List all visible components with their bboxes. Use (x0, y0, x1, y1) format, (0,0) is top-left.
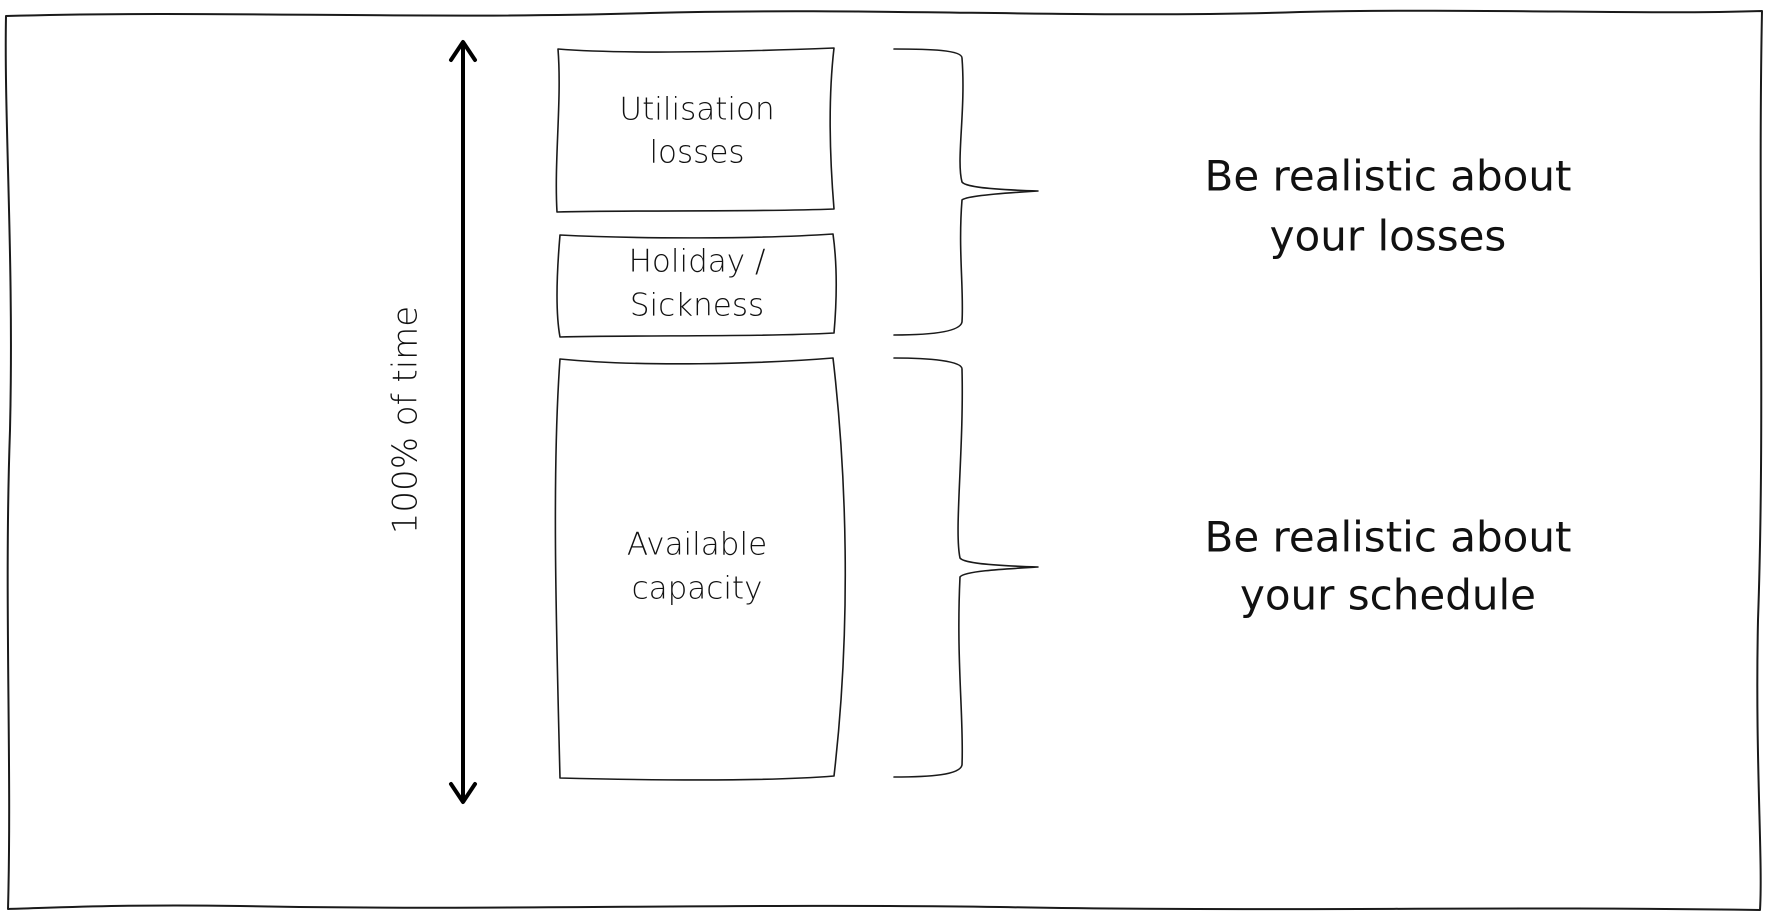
block-utilisation-losses-outline (555, 47, 835, 213)
callout-text: your losses (1270, 212, 1507, 261)
callout-losses: Be realistic about your losses (1205, 152, 1572, 261)
arrow-down-icon (449, 782, 477, 804)
block-utilisation-losses: Utilisation losses (555, 47, 835, 213)
block-available-capacity-outline (554, 357, 847, 781)
callout-text: your schedule (1240, 571, 1536, 620)
block-label: Sickness (630, 288, 764, 324)
block-label: Utilisation (619, 92, 774, 128)
block-label: losses (649, 135, 744, 171)
callout-text: Be realistic about (1205, 513, 1572, 562)
callout-schedule: Be realistic about your schedule (1205, 513, 1572, 620)
callout-text: Be realistic about (1205, 152, 1572, 201)
axis-label: 100% of time (386, 306, 426, 534)
block-label: capacity (632, 571, 763, 607)
block-available-capacity: Available capacity (554, 357, 847, 781)
block-holiday-sickness-outline (556, 233, 837, 338)
brace-schedule (893, 357, 1039, 778)
arrow-up-icon (449, 40, 477, 62)
time-arrow (449, 40, 477, 804)
block-label: Available (627, 527, 767, 563)
block-label: Holiday / (629, 244, 766, 280)
outer-frame (4, 9, 1763, 911)
brace-losses (893, 48, 1039, 336)
block-holiday-sickness: Holiday / Sickness (556, 233, 837, 338)
